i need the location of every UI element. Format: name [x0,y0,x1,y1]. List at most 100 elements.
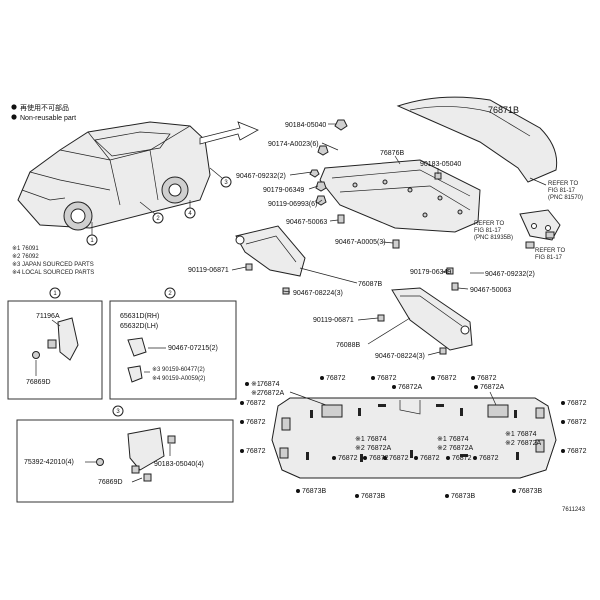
legend-item-1: 再使用不可部品 [20,103,69,112]
callout-markers: 1 2 4 3 [86,167,232,246]
figure-number: 7611243 [562,507,586,513]
label-panel-right: 76088B [336,342,360,349]
label-m2-d: 76872A [367,445,391,452]
svg-text:FIG 81-17: FIG 81-17 [535,255,563,261]
refer-notes: REFER TO FIG 81-17 (PNC 81570) REFER TO … [474,177,583,261]
label-c8: 90179-06349 [410,269,451,276]
quarter-panel-76088B: 90119-06871 76088B 90467-08224(3) [313,287,473,360]
legend-item-2: Non-reusable part [20,115,76,122]
label-b2-d: ※3 90159-60477(2) [152,367,205,373]
label-m1-b: 76872 [377,375,397,382]
lower-molding-labels: ※1 76874 ※2 76872A 76872 76872 76872A 76… [240,375,587,513]
detail-box-3: 3 75392-42010(4) 90183-05040(4) 76869D [16,405,234,503]
label-s2-d: ※2 [505,440,515,447]
label-c4: 90119-06993(6) [268,201,317,208]
label-s1-b: ※1 [355,436,365,443]
label-m1-c: 76872 [437,375,457,382]
label-m5-b: 76874 [367,436,387,443]
label-m2-a: 76872A [260,390,284,397]
label-c10: 90467-50063 [470,287,511,294]
label-m1-p: 76872 [479,455,499,462]
label-c13: 90119-06871 [313,317,354,324]
legend-bullet-icon [11,104,17,110]
svg-text:(PNC 81935B): (PNC 81935B) [474,235,513,241]
label-b1-a: 71196A [36,313,60,320]
detail-box-2: 2 65631D(RH) 65632D(LH) 90467-07215(2) ※… [109,287,237,400]
label-m4-a: 76873B [302,488,326,495]
label-c2: 90467-09232(2) [236,173,286,180]
label-panel-left: 76087B [358,281,382,288]
label-m4-d: 76873B [518,488,542,495]
label-b3-b: 90183-05040(4) [154,461,204,468]
legend-note-1: ※1 76091 [12,246,39,252]
svg-text:FIG 81-17: FIG 81-17 [474,228,502,234]
label-b3-a: 75392-42010(4) [24,459,74,466]
callout-1: 1 [90,238,94,244]
label-m5-c: 76874 [449,436,469,443]
quarter-panel-76087B: 90119-06871 90467-08224(3) 76087B [188,225,382,297]
spoiler-76871B: 76871B [396,96,558,183]
label-m1-j: 76872 [567,448,587,455]
label-s1-d: ※1 [505,431,515,438]
label-m2-b: 76872A [398,384,422,391]
label-b2-a: 65631D(RH) [120,313,159,320]
label-m1-n: 76872 [420,455,440,462]
legend: 再使用不可部品 Non-reusable part ※1 76091 ※2 76… [11,103,94,276]
label-c6: 90183-05040 [420,161,461,168]
label-c11: 90119-06871 [188,267,229,274]
label-m1-d: 76872 [477,375,497,382]
label-m1-k: 76872 [338,455,358,462]
label-m1-i: 76872 [246,448,266,455]
label-b3-c: 76869D [98,479,123,486]
label-panel: 76876B [380,150,404,157]
lower-molding [271,397,557,479]
label-m1-a: 76872 [326,375,346,382]
svg-text:REFER TO: REFER TO [535,248,565,254]
label-m5-d: 76874 [517,431,537,438]
label-b1-b: 76869D [26,379,51,386]
label-m1-o: 76872 [452,455,472,462]
label-c14: 90467-08224(3) [375,353,425,360]
box2-callout: 2 [168,291,172,297]
callout-3: 3 [224,180,228,186]
label-m2-e: 76872A [449,445,473,452]
svg-text:REFER TO: REFER TO [474,221,504,227]
label-m1-f: 76872 [567,400,587,407]
svg-text:REFER TO: REFER TO [548,181,578,187]
label-c5: 90467-50063 [286,219,327,226]
label-m5-a: 76874 [260,381,280,388]
label-m4-c: 76873B [451,493,475,500]
label-c12: 90467-08224(3) [293,290,343,297]
legend-note-3: ※3 JAPAN SOURCED PARTS [12,262,94,268]
label-b2-b: 65632D(LH) [120,323,158,330]
box3-callout: 3 [116,409,120,415]
legend-bullet-icon [11,114,17,120]
detail-box-1: 1 71196A 76869D [7,287,103,400]
label-b2-e: ※4 90159-A0059(2) [152,376,205,382]
label-m1-g: 76872 [246,419,266,426]
svg-text:FIG 81-17: FIG 81-17 [548,188,576,194]
callout-2: 2 [156,216,160,222]
label-m1-l: 76872 [369,455,389,462]
label-s1-c: ※1 [437,436,447,443]
label-c7: 90467-A0005(3) [335,239,386,246]
label-m1-e: 76872 [246,400,266,407]
label-s2-c: ※2 [437,445,447,452]
label-m1-h: 76872 [567,419,587,426]
label-spoiler: 76871B [488,105,519,115]
mid-clip-labels: 90467-A0005(3) 90179-06349 90467-09232(2… [335,239,535,294]
label-c9: 90467-09232(2) [485,271,535,278]
vehicle-illustration [17,121,259,231]
legend-note-2: ※2 76092 [12,254,39,260]
label-clip-top: 90184-05040 [285,122,326,129]
label-s2-b: ※2 [355,445,365,452]
upper-clip-labels: 90184-05040 90174-A0023(6) 90467-09232(2… [236,122,461,226]
label-c1: 90174-A0023(6) [268,141,319,148]
label-s1: ※1 [251,381,261,388]
legend-note-4: ※4 LOCAL SOURCED PARTS [12,270,94,276]
label-c3: 90179-06349 [263,187,304,194]
svg-text:(PNC 81570): (PNC 81570) [548,195,583,201]
label-b2-c: 90467-07215(2) [168,345,218,352]
label-m1-m: 76872 [389,455,409,462]
